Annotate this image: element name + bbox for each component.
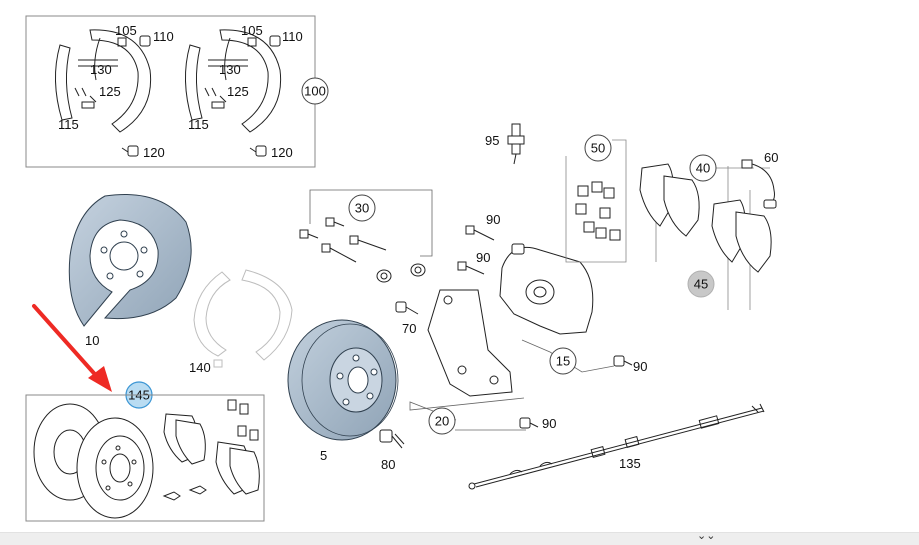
dust-shield-part-10[interactable] (68, 193, 192, 327)
svg-text:20: 20 (435, 414, 449, 429)
caliper-bolts-and-bushings (299, 217, 426, 283)
callout-120-left[interactable]: 120 (143, 145, 165, 160)
double-chevron-down-icon[interactable]: ⌄⌄ (697, 529, 716, 542)
svg-text:45: 45 (694, 277, 708, 292)
svg-text:40: 40 (696, 161, 710, 176)
callout-80[interactable]: 80 (381, 457, 395, 472)
callout-90-d[interactable]: 90 (542, 416, 556, 431)
bottom-bar: ⌄⌄ (0, 529, 919, 545)
hardware-small-parts (117, 35, 281, 157)
callout-105-right[interactable]: 105 (241, 23, 263, 38)
parking-brake-shoe-set-left (54, 29, 152, 133)
brake-disc-part-5[interactable] (287, 319, 399, 441)
callout-45-dimmed[interactable]: 45 (687, 270, 715, 298)
parking-brake-cable-part-135[interactable] (468, 403, 765, 490)
brake-pads-part-40[interactable] (639, 163, 772, 273)
parking-brake-shoe-part-140[interactable] (193, 269, 293, 368)
callout-90-c[interactable]: 90 (633, 359, 647, 374)
wear-sensor-part-60[interactable] (741, 159, 777, 209)
callout-5[interactable]: 5 (320, 448, 327, 463)
callout-20[interactable]: 20 (428, 407, 456, 435)
callout-110-right[interactable]: 110 (282, 29, 303, 44)
kit-100-box: 105 110 130 125 115 120 105 110 130 125 … (25, 15, 316, 168)
kit-30-bracket (309, 189, 433, 257)
callout-95[interactable]: 95 (485, 133, 499, 148)
svg-text:100: 100 (304, 84, 326, 99)
brake-caliper-part-15[interactable] (499, 243, 594, 335)
callout-90-a[interactable]: 90 (486, 212, 500, 227)
bolt-part-90-c[interactable] (613, 355, 633, 367)
brake-pad-set-kit (162, 399, 260, 501)
kit-50-box (565, 139, 627, 263)
callout-110-left[interactable]: 110 (153, 29, 174, 44)
bolt-part-80[interactable] (379, 429, 405, 449)
callout-135[interactable]: 135 (619, 456, 641, 471)
callout-15[interactable]: 15 (549, 347, 577, 375)
bleeder-valve-part-95[interactable] (507, 123, 525, 165)
kit-145-box (25, 394, 265, 522)
bolt-part-90-d[interactable] (519, 417, 539, 429)
callout-120-right[interactable]: 120 (271, 145, 293, 160)
callout-125-right[interactable]: 125 (227, 84, 249, 99)
callout-90-b[interactable]: 90 (476, 250, 490, 265)
svg-text:50: 50 (591, 141, 605, 156)
callout-105-left[interactable]: 105 (115, 23, 137, 38)
bolt-part-90-a[interactable] (465, 225, 495, 241)
red-arrow-icon (32, 304, 112, 392)
svg-text:15: 15 (556, 354, 570, 369)
callout-100[interactable]: 100 (301, 77, 329, 105)
callout-30[interactable]: 30 (348, 194, 376, 222)
callout-10[interactable]: 10 (85, 333, 99, 348)
callout-115-right[interactable]: 115 (188, 117, 209, 132)
svg-text:30: 30 (355, 201, 369, 216)
callout-130-left[interactable]: 130 (90, 62, 112, 77)
callout-40[interactable]: 40 (689, 154, 717, 182)
bolt-part-90-b[interactable] (457, 261, 485, 275)
carrier-leader (409, 397, 525, 421)
callout-140[interactable]: 140 (189, 360, 211, 375)
callout-125-left[interactable]: 125 (99, 84, 121, 99)
parking-brake-shoe-set-right (184, 29, 282, 133)
callout-115-left[interactable]: 115 (58, 117, 79, 132)
callout-70[interactable]: 70 (402, 321, 416, 336)
brake-disc-pair (33, 403, 154, 519)
callout-60[interactable]: 60 (764, 150, 778, 165)
pad-hardware-clips (575, 181, 621, 241)
caliper-carrier-part-20[interactable] (427, 289, 513, 397)
callout-50[interactable]: 50 (584, 134, 612, 162)
callout-130-right[interactable]: 130 (219, 62, 241, 77)
brake-parts-diagram: 105 110 130 125 115 120 105 110 130 125 … (25, 15, 778, 522)
bolt-part-70[interactable] (395, 301, 419, 315)
